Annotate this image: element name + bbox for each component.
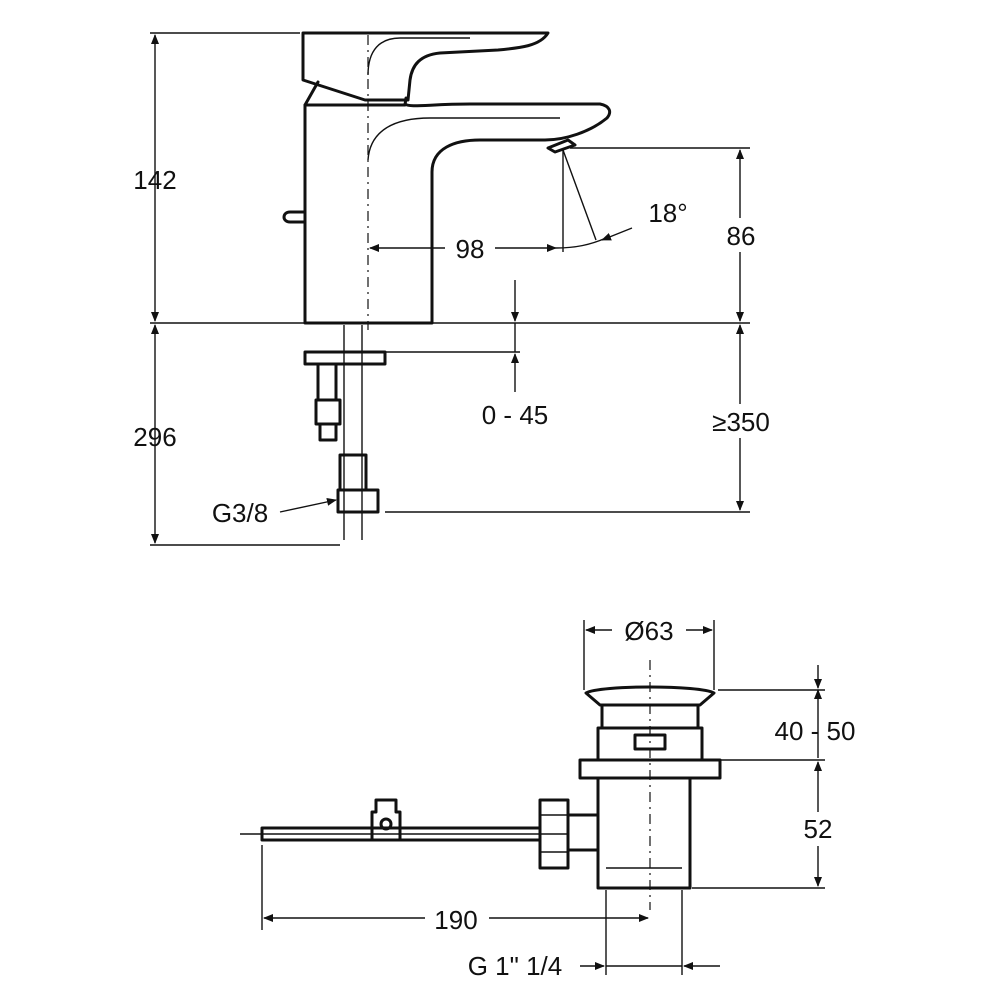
dim-52-bg	[796, 812, 840, 846]
dim-diameter: Ø63	[624, 616, 673, 646]
dim-connection: G3/8	[212, 498, 268, 528]
drain-collar	[596, 726, 704, 762]
faucet-aerator	[546, 138, 577, 154]
dim-98-bg	[445, 232, 495, 262]
drain-outlet-nut	[538, 798, 570, 870]
rod-clamp-screw	[379, 817, 393, 831]
hose-nut	[336, 488, 380, 514]
dim-63-bg	[612, 614, 686, 646]
mounting-washer	[303, 350, 387, 366]
connection-leader	[279, 497, 337, 513]
drain-body	[596, 776, 692, 890]
angle-leader	[601, 227, 633, 241]
drain-side-outlet	[566, 813, 600, 852]
dim-spout-height: 86	[727, 221, 756, 251]
dim-350-bg	[706, 404, 776, 438]
faucet-handle-base	[303, 80, 408, 107]
dim-thread: G 1" 1/4	[468, 951, 563, 981]
drain-plug-cap	[584, 685, 716, 707]
mounting-nut	[314, 398, 342, 426]
mounting-nut-lower	[318, 422, 338, 442]
drain-drawing: Ø63 40 - 50 52 190 G 1" 1/4	[240, 614, 855, 981]
drain-plug-slot	[633, 733, 667, 751]
faucet-body	[303, 102, 612, 325]
dim-plug-travel: 40 - 50	[775, 716, 856, 746]
handle-inner-line	[367, 37, 470, 76]
dim-86-bg	[718, 218, 762, 252]
dim-spout-angle: 18°	[648, 198, 687, 228]
faucet-drawing: 142 296 98 18° 86 0 - 45 ≥350 G3/8	[133, 31, 776, 546]
rod-clamp	[370, 798, 402, 842]
spray-line-1	[562, 149, 597, 241]
dim-below-deck: 296	[133, 422, 176, 452]
dim-body-height: 52	[804, 814, 833, 844]
faucet-handle	[301, 31, 550, 102]
dim-spout-reach: 98	[456, 234, 485, 264]
dim-height-total: 142	[133, 165, 176, 195]
dim-deck-thickness: 0 - 45	[482, 400, 549, 430]
popup-rod-knob	[282, 210, 307, 224]
spout-inner-line	[367, 117, 560, 161]
dim-min-clearance: ≥350	[712, 407, 770, 437]
dim-rod-length: 190	[434, 905, 477, 935]
dim-190-bg	[425, 902, 489, 934]
